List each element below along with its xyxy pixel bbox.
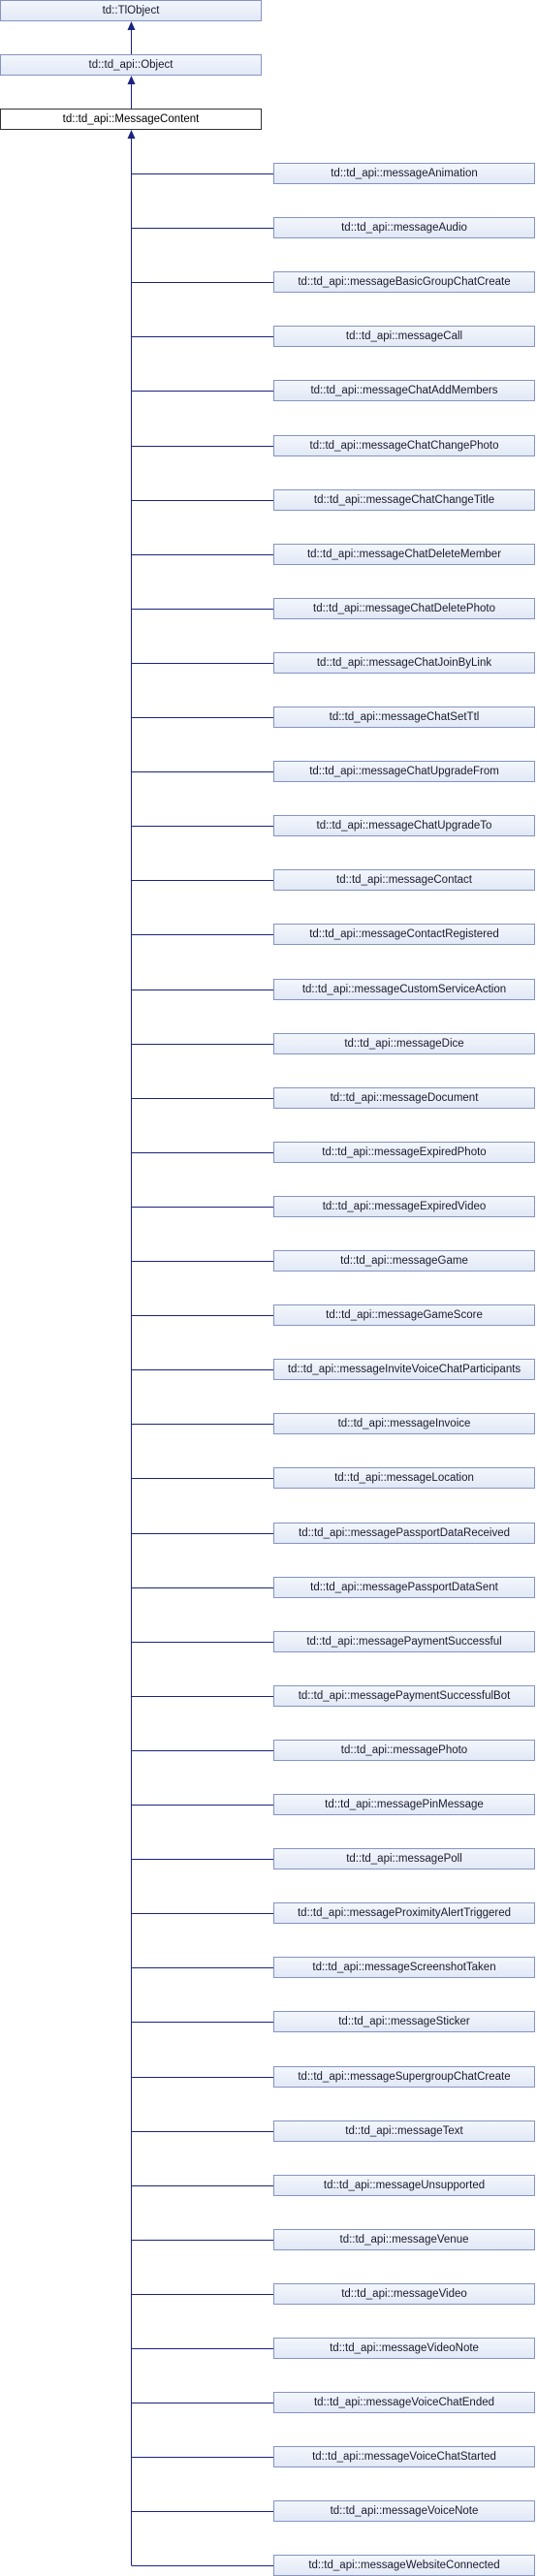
derived-class-node[interactable]: td::td_api::messageChatChangeTitle	[273, 489, 535, 511]
derived-class-node[interactable]: td::td_api::messageChatUpgradeFrom	[273, 761, 535, 782]
arrowhead-messagecontent	[127, 130, 136, 139]
derived-class-node[interactable]: td::td_api::messageText	[273, 2120, 535, 2142]
derived-class-node[interactable]: td::td_api::messageChatSetTtl	[273, 707, 535, 728]
derived-class-node[interactable]: td::td_api::messageChatJoinByLink	[273, 652, 535, 674]
derived-class-node[interactable]: td::td_api::messageBasicGroupChatCreate	[273, 271, 535, 293]
derived-class-node[interactable]: td::td_api::messagePaymentSuccessful	[273, 1631, 535, 1652]
derived-class-node[interactable]: td::td_api::messageUnsupported	[273, 2175, 535, 2196]
derived-class-node[interactable]: td::td_api::messageChatDeleteMember	[273, 544, 535, 565]
derived-class-node[interactable]: td::td_api::messageGame	[273, 1250, 535, 1272]
arrowhead-tlobject	[127, 21, 136, 30]
derived-class-node[interactable]: td::td_api::messageChatDeletePhoto	[273, 598, 535, 619]
derived-class-node[interactable]: td::td_api::messageExpiredVideo	[273, 1196, 535, 1217]
derived-class-node[interactable]: td::td_api::messageSticker	[273, 2011, 535, 2032]
derived-class-node[interactable]: td::td_api::messageAudio	[273, 217, 535, 238]
derived-class-node[interactable]: td::td_api::messageInvoice	[273, 1413, 535, 1434]
derived-class-node[interactable]: td::td_api::messageVideo	[273, 2283, 535, 2305]
derived-class-node[interactable]: td::td_api::messageVoiceNote	[273, 2500, 535, 2522]
derived-class-node[interactable]: td::td_api::messageVoiceChatEnded	[273, 2392, 535, 2413]
derived-class-node[interactable]: td::td_api::messageDocument	[273, 1087, 535, 1109]
derived-class-node[interactable]: td::td_api::messagePaymentSuccessfulBot	[273, 1685, 535, 1707]
derived-class-node[interactable]: td::td_api::messageCall	[273, 326, 535, 347]
derived-class-node[interactable]: td::td_api::messageContactRegistered	[273, 924, 535, 945]
derived-class-node[interactable]: td::td_api::messagePinMessage	[273, 1794, 535, 1815]
derived-class-node[interactable]: td::td_api::messageChatUpgradeTo	[273, 815, 535, 836]
derived-class-node[interactable]: td::td_api::messagePassportDataReceived	[273, 1523, 535, 1544]
derived-class-node[interactable]: td::td_api::messageVenue	[273, 2229, 535, 2250]
derived-class-node[interactable]: td::td_api::messagePoll	[273, 1848, 535, 1869]
derived-class-node[interactable]: td::td_api::messageVoiceChatStarted	[273, 2446, 535, 2467]
current-class-node: td::td_api::MessageContent	[0, 109, 262, 130]
derived-class-node[interactable]: td::td_api::messageScreenshotTaken	[273, 1957, 535, 1978]
derived-class-node[interactable]: td::td_api::messagePassportDataSent	[273, 1577, 535, 1598]
derived-class-node[interactable]: td::td_api::messageInviteVoiceChatPartic…	[273, 1359, 535, 1380]
derived-class-node[interactable]: td::td_api::messagePhoto	[273, 1740, 535, 1761]
derived-class-node[interactable]: td::td_api::messageCustomServiceAction	[273, 979, 535, 1000]
derived-class-node[interactable]: td::td_api::messageLocation	[273, 1467, 535, 1489]
derived-class-node[interactable]: td::td_api::messageVideoNote	[273, 2338, 535, 2359]
ancestor-node-object[interactable]: td::td_api::Object	[0, 54, 262, 76]
derived-class-node[interactable]: td::td_api::messageWebsiteConnected	[273, 2555, 535, 2576]
derived-class-node[interactable]: td::td_api::messageExpiredPhoto	[273, 1142, 535, 1163]
derived-class-node[interactable]: td::td_api::messageAnimation	[273, 163, 535, 184]
derived-class-node[interactable]: td::td_api::messageDice	[273, 1033, 535, 1054]
ancestor-node-tlobject[interactable]: td::TlObject	[0, 0, 262, 21]
arrowhead-object	[127, 76, 136, 84]
derived-class-node[interactable]: td::td_api::messageGameScore	[273, 1304, 535, 1326]
derived-class-node[interactable]: td::td_api::messageProximityAlertTrigger…	[273, 1902, 535, 1924]
derived-class-node[interactable]: td::td_api::messageContact	[273, 869, 535, 891]
derived-class-node[interactable]: td::td_api::messageChatAddMembers	[273, 380, 535, 401]
derived-class-node[interactable]: td::td_api::messageChatChangePhoto	[273, 435, 535, 456]
derived-class-node[interactable]: td::td_api::messageSupergroupChatCreate	[273, 2066, 535, 2088]
